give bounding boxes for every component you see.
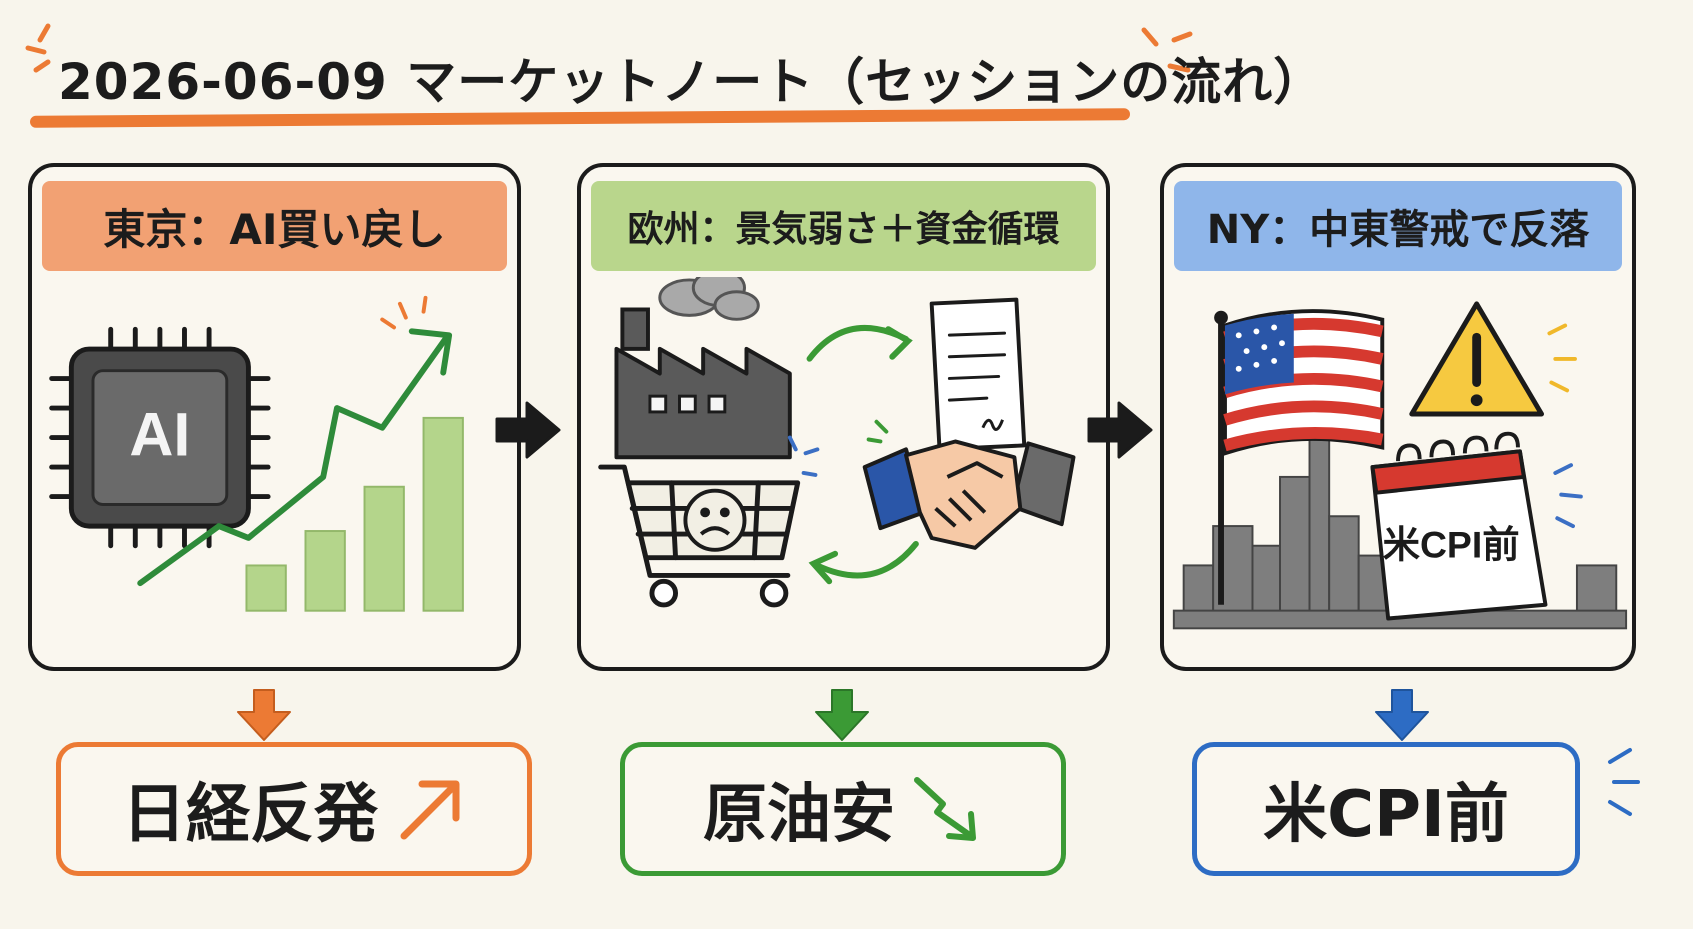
spark-right-icon <box>1141 27 1193 73</box>
ai-chip-label: AI <box>129 400 190 468</box>
contract-document-icon <box>929 297 1027 452</box>
flow-arrow-right-icon <box>1087 401 1153 459</box>
spark-left-icon <box>25 23 51 73</box>
blue-spark-icon <box>787 435 820 477</box>
spark-icon <box>380 295 428 330</box>
factory-icon <box>614 307 792 460</box>
handshake-icon <box>862 439 1076 550</box>
down-arrow-blue-icon <box>1375 689 1429 741</box>
down-arrow-green-icon <box>815 689 869 741</box>
blue-spark-icon <box>1553 463 1583 529</box>
up-arrow-icon <box>400 780 460 840</box>
city-skyline-icon <box>1172 398 1628 630</box>
result-label: 原油安 <box>703 778 895 852</box>
green-spark-icon <box>866 419 889 444</box>
result-nikkei-rebound: 日経反発 <box>56 742 532 876</box>
result-label: 日経反発 <box>122 778 378 852</box>
flow-arrow-right-icon <box>495 401 561 459</box>
sad-face-icon <box>683 488 747 552</box>
bar-chart-icon <box>245 416 464 612</box>
panel-europe: 欧州：景気弱さ＋資金循環 <box>577 163 1110 671</box>
smoke-cloud-icon <box>658 277 760 321</box>
panel-tokyo: 東京：AI買い戻し <box>28 163 521 671</box>
down-zigzag-arrow-icon <box>914 777 976 841</box>
calendar-label: 米CPI前 <box>1383 524 1520 566</box>
panel-tokyo-title: 東京：AI買い戻し <box>42 181 507 271</box>
result-oil-cheap: 原油安 <box>620 742 1066 876</box>
trend-up-arrow-icon <box>137 328 453 587</box>
ny-caution-illustration: 米CPI前 <box>1172 301 1628 630</box>
circulation-arrow-bottom-icon <box>808 540 919 585</box>
ai-rally-illustration: AI <box>49 295 464 612</box>
us-flag-icon <box>1214 309 1385 605</box>
panel-ny-title: NY：中東警戒で反落 <box>1174 181 1622 271</box>
panel-europe-title: 欧州：景気弱さ＋資金循環 <box>591 181 1096 271</box>
europe-economy-illustration <box>598 277 1076 608</box>
calendar-icon: 米CPI前 <box>1370 431 1548 621</box>
result-us-cpi-ahead: 米CPI前 <box>1192 742 1580 876</box>
yellow-spark-icon <box>1547 323 1577 393</box>
ai-chip-icon: AI <box>49 326 271 549</box>
warning-icon <box>1409 301 1545 417</box>
down-arrow-orange-icon <box>237 689 291 741</box>
panel-ny: NY：中東警戒で反落 <box>1160 163 1636 671</box>
result-label: 米CPI前 <box>1263 778 1509 852</box>
circulation-arrow-top-icon <box>806 325 913 362</box>
blue-spark-icon <box>1608 748 1640 816</box>
page-title: 2026-06-09 マーケットノート（セッションの流れ） <box>58 53 1325 111</box>
